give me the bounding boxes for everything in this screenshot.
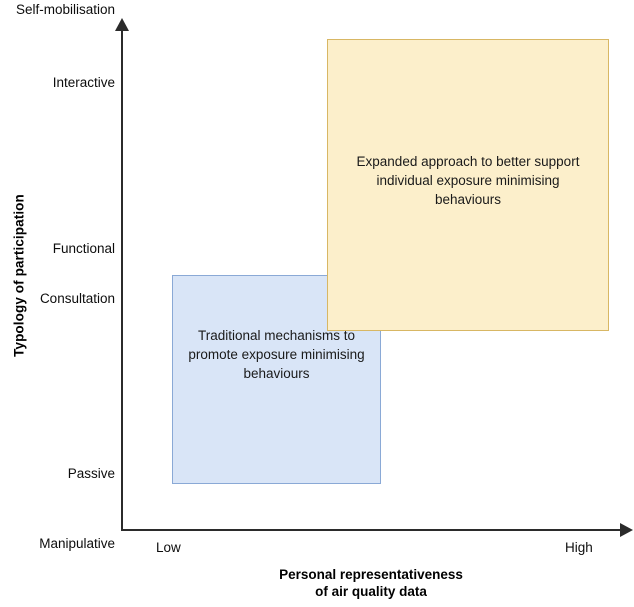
y-tick-interactive: Interactive <box>52 75 115 90</box>
y-axis-title: Typology of participation <box>11 194 27 357</box>
traditional-mechanisms-line-2: promote exposure minimising <box>188 347 365 362</box>
x-tick-high: High <box>565 540 593 555</box>
traditional-mechanisms-line-3: behaviours <box>243 366 310 381</box>
expanded-approach-line-3: behaviours <box>434 191 502 207</box>
expanded-approach-label: Expanded approach to better support indi… <box>328 152 608 209</box>
x-tick-low: Low <box>156 540 181 555</box>
expanded-approach-line-2: individual exposure minimising <box>376 172 560 188</box>
x-axis-title-line-1: Personal representativeness <box>279 567 463 582</box>
expanded-approach-line-1: Expanded approach to better support <box>356 153 580 169</box>
y-tick-manipulative: Manipulative <box>39 536 115 551</box>
y-tick-self-mobilisation: Self-mobilisation <box>15 2 115 17</box>
x-axis-line <box>121 529 624 531</box>
x-axis-title-line-2: of air quality data <box>315 584 427 599</box>
y-axis-arrow-icon <box>115 18 129 31</box>
expanded-approach-box: Expanded approach to better support indi… <box>327 39 609 331</box>
y-tick-passive: Passive <box>67 466 115 481</box>
y-axis-line <box>121 26 123 531</box>
y-tick-consultation: Consultation <box>39 291 115 306</box>
x-axis-title: Personal representativeness of air quali… <box>121 566 621 600</box>
traditional-mechanisms-line-1: Traditional mechanisms to <box>197 328 356 343</box>
x-axis-arrow-icon <box>620 523 633 537</box>
traditional-mechanisms-label: Traditional mechanisms to promote exposu… <box>173 326 380 383</box>
y-tick-functional: Functional <box>52 241 115 256</box>
